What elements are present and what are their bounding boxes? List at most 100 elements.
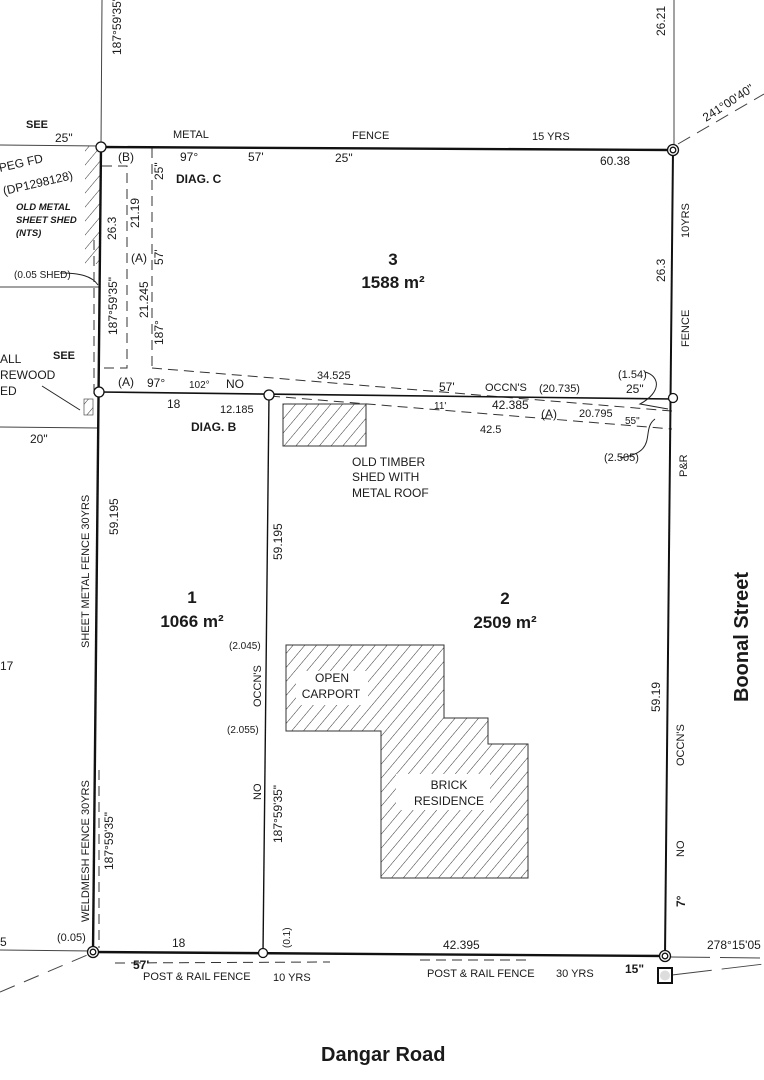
small-shed [83,398,94,416]
middle-dist: 59.195 [271,523,285,560]
internal-no: NO [226,377,244,391]
small-shed-line-1: ALL [0,352,22,366]
residence-label-bg [396,774,490,810]
top-distance: 26.21 [654,6,668,36]
lot-1-area: 1066 m² [160,612,224,631]
south-dist-18: 18 [172,936,186,950]
road-dangar-road: Dangar Road [321,1044,445,1066]
internal-deg-97: 97° [147,376,165,390]
north-bearing-sec: 25" [335,151,353,165]
diag-c-label: DIAG. C [176,172,222,186]
east-dist-upper: 26.3 [654,258,668,282]
context-lines [0,0,764,993]
west-side-5: 5 [0,935,7,949]
south-age-right: 30 YRS [556,968,594,980]
internal-dist-20735: (20.735) [539,383,580,395]
lot-1-number: 1 [187,588,196,607]
mark-b: (B) [118,150,134,164]
south-dist-42395: 42.395 [443,938,480,952]
peg-dp-label: (DP1298128) [2,168,75,198]
south-fence-left: POST & RAIL FENCE [143,971,251,983]
internal-dist-12185: 12.185 [220,404,254,416]
see-top-label: SEE [26,119,48,131]
east-offset-2505: (2.505) [604,452,639,464]
lot-3-number: 3 [388,250,397,269]
timber-shed [282,403,367,447]
middle-no: NO [252,783,264,800]
east-no: NO [675,840,687,857]
lot-2-number: 2 [500,589,509,608]
east-fence-age: 10YRS [680,203,692,238]
residence-line-1: BRICK [431,778,468,792]
north-left-seconds: 25" [55,131,73,145]
internal-dist-18: 18 [167,397,181,411]
west-dist-59195: 59.195 [107,498,121,535]
internal-dist-42385: 42.385 [492,398,529,412]
east-deg-7: 7° [674,895,688,907]
west-sec-20: 20" [30,432,48,446]
west-bearing-low: 187°59'35" [102,812,116,870]
see-mid-label: SEE [53,350,75,362]
diag-b-label: DIAG. B [191,420,237,434]
middle-offset-2045: (2.045) [229,641,261,652]
west-dist-26-3: 26.3 [105,216,119,240]
small-shed-line-2: REWOOD [0,368,56,382]
internal-min-11: 11' [434,401,446,412]
east-dist-lower: 59.19 [649,682,663,712]
west-deg-187: 187° [152,320,166,345]
peg-fd-label: PEG FD [0,151,45,175]
west-offset-005: (0.05) [57,932,86,944]
north-bearing-deg: 97° [180,150,198,164]
old-metal-shed [85,146,100,264]
internal-occns: OCCN'S [485,382,527,394]
se-bearing: 278°15'05 [707,938,761,952]
north-fence-label-2: FENCE [352,130,389,142]
south-fence-right: POST & RAIL FENCE [427,968,535,980]
east-sec-25: 25" [626,382,644,396]
small-shed-line-3: ED [0,384,17,398]
timber-shed-line-2: SHED WITH [352,470,419,484]
road-boonal-street: Boonal Street [731,572,753,702]
east-fence-label: FENCE [680,310,692,347]
east-occns: OCCN'S [675,724,687,766]
west-dist-21-245: 21.245 [137,281,151,318]
lot-2-area: 2509 m² [473,613,537,632]
middle-offset-2055: (2.055) [227,725,259,736]
internal-dist-20795: 20.795 [579,408,613,420]
west-dist-21-19: 21.19 [128,198,142,228]
north-fence-label-1: METAL [173,129,209,141]
south-age-left: 10 YRS [273,972,311,984]
north-bearing-min: 57' [248,150,264,164]
survey-pegs [86,141,680,984]
internal-dist-425: 42.5 [480,424,501,436]
internal-min-57: 57' [439,380,455,394]
shed-offset-label: (0.05 SHED) [14,270,71,281]
north-fence-age: 15 YRS [532,131,570,143]
south-sec-15: 15" [625,962,644,976]
middle-offset-01: (0.1) [282,927,293,948]
mark-a-1: (A) [131,251,147,265]
old-metal-shed-line-2: SHEET SHED [16,215,77,226]
ne-bearing: 241°00'40" [700,81,756,124]
residence-line-2: RESIDENCE [414,794,484,808]
timber-shed-line-3: METAL ROOF [352,486,429,500]
west-min-57: 57' [152,249,166,265]
middle-occns: OCCN'S [252,665,264,707]
carport-line-1: OPEN [315,671,349,685]
internal-dist-34525: 34.525 [317,370,351,382]
top-bearing: 187°59'35" [110,0,124,55]
weldmesh-fence-label: WELDMESH FENCE 30YRS [80,780,92,922]
lot-boundaries [91,145,674,958]
old-metal-shed-line-1: OLD METAL [16,202,71,213]
west-side-17: 17 [0,659,14,673]
east-pr-label: P&R [678,454,690,477]
south-min-57: 57' [133,958,149,972]
internal-deg-102: 102° [189,380,210,391]
old-metal-shed-line-3: (NTS) [16,228,41,239]
mark-a-2: (A) [118,375,134,389]
west-sec-25: 25" [152,162,166,180]
mark-a-3: (A) [541,407,557,421]
west-bearing: 187°59'35" [106,277,120,335]
leader-arrows [41,272,669,459]
timber-shed-line-1: OLD TIMBER [352,455,425,469]
